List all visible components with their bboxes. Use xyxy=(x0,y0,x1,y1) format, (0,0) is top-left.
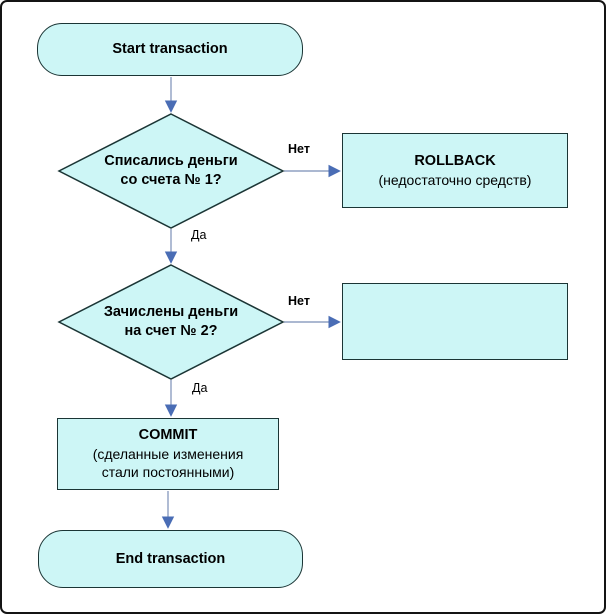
decision-2-diamond xyxy=(57,264,285,380)
edge-label-decision2-no: Нет xyxy=(288,294,310,308)
decision-2-line-1: Зачислены деньги xyxy=(103,304,239,320)
edge-label-decision1-yes: Да xyxy=(191,228,207,242)
node-commit: COMMIT (сделанные изменения стали постоя… xyxy=(57,418,279,490)
decision-2-line-2: на счет № 2? xyxy=(124,323,218,339)
node-rollback-operation-failed xyxy=(342,283,568,360)
node-rollback-insufficient-funds: ROLLBACK (недостаточно средств) xyxy=(342,133,568,208)
node-start-transaction: Start transaction xyxy=(37,23,303,76)
edge-label-decision1-no: Нет xyxy=(288,142,310,156)
end-transaction-label: End transaction xyxy=(115,550,226,567)
start-transaction-label: Start transaction xyxy=(112,41,228,58)
edge-label-decision2-yes: Да xyxy=(192,381,208,395)
decision-1-diamond xyxy=(57,113,285,229)
decision-2-label: Зачислены деньги на счет № 2? xyxy=(71,303,271,341)
commit-subtitle-line-2: стали постоянными) xyxy=(101,464,235,481)
commit-title: COMMIT xyxy=(138,427,198,444)
rollback-1-subtitle: (недостаточно средств) xyxy=(378,171,532,188)
commit-subtitle-line-1: (сделанные изменения xyxy=(92,446,244,463)
decision-1-line-1: Списались деньги xyxy=(104,153,238,169)
decision-1-label: Списались деньги со счета № 1? xyxy=(71,152,271,190)
node-end-transaction: End transaction xyxy=(38,530,303,588)
rollback-1-title: ROLLBACK xyxy=(414,152,496,169)
commit-subtitle: (сделанные изменения стали постоянными) xyxy=(93,445,244,481)
decision-1-line-2: со счета № 1? xyxy=(120,172,222,188)
